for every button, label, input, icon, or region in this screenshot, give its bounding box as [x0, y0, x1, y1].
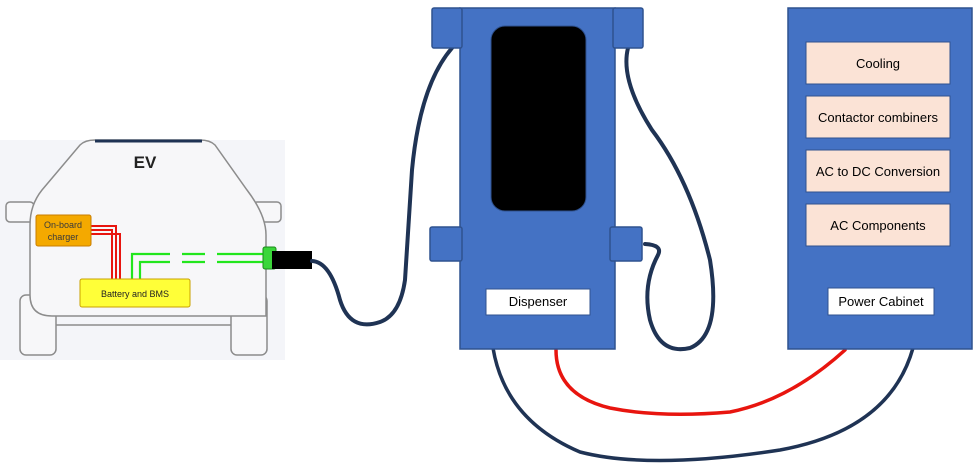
dispenser-cabinet-cable — [491, 346, 915, 463]
ev-illustration: EV On-board charger Battery and BMS — [0, 139, 285, 360]
charging-plug — [272, 251, 312, 269]
dispenser-left-top-holster — [431, 7, 463, 49]
power-cabinet-label-box — [827, 287, 935, 316]
dispenser-label-box — [485, 288, 591, 316]
power-wiring — [90, 225, 121, 280]
component-cooling-box — [805, 41, 951, 85]
dispenser-right-top-holster — [612, 7, 644, 49]
power-cabinet-label: Power Cabinet — [838, 294, 924, 309]
onboard-charger-label-line2: charger — [48, 232, 79, 242]
component-contactor-label: Contactor combiners — [818, 110, 938, 125]
component-ac-box — [805, 203, 951, 247]
power-cabinet: Cooling Contactor combiners AC to DC Con… — [787, 7, 973, 350]
dispenser-label: Dispenser — [509, 294, 568, 309]
dispenser-left-side-holster — [429, 226, 463, 262]
signal-wiring — [130, 252, 266, 281]
car-body — [29, 139, 267, 317]
component-acdc-box — [805, 149, 951, 193]
component-cooling-label: Cooling — [856, 56, 900, 71]
dispenser-right-cable — [624, 46, 716, 352]
component-ac-label: AC Components — [830, 218, 926, 233]
battery-label: Battery and BMS — [101, 289, 169, 299]
onboard-charger-label-line1: On-board — [44, 220, 82, 230]
cables — [272, 46, 915, 463]
dispenser-cabinet-power-cable — [554, 348, 847, 416]
onboard-charger-box — [35, 214, 92, 247]
component-acdc-label: AC to DC Conversion — [816, 164, 940, 179]
ev-title: EV — [134, 153, 157, 172]
battery-box — [79, 278, 191, 308]
ev-charging-cable — [310, 46, 454, 327]
component-contactor-box — [805, 95, 951, 139]
dispenser-right-side-holster — [609, 226, 643, 262]
dispenser: Dispenser — [429, 7, 644, 350]
dispenser-screen — [490, 25, 587, 212]
